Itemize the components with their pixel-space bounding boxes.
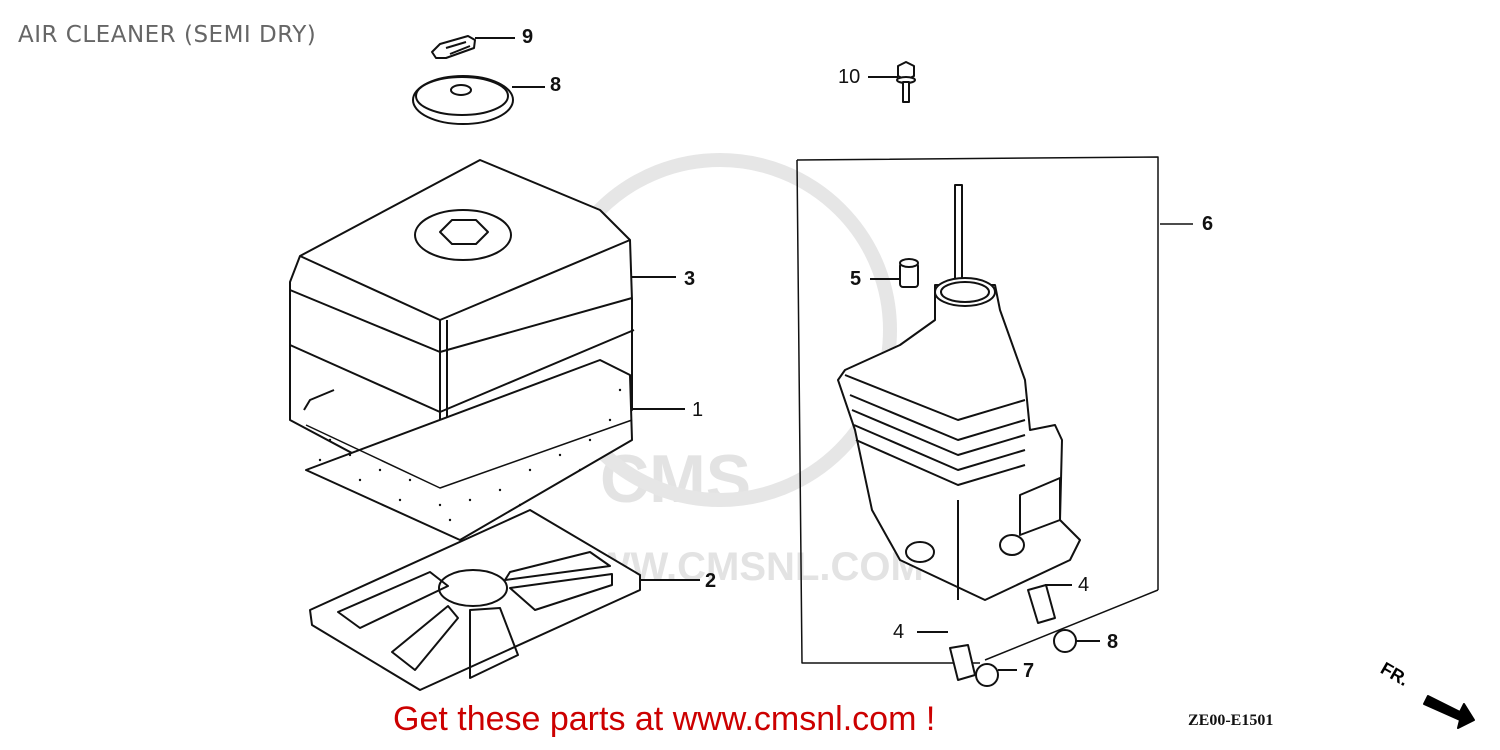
part-8-nut-icons [975,629,1100,687]
front-direction-arrow-icon [1423,695,1475,729]
diagram-title: AIR CLEANER (SEMI DRY) [18,22,317,48]
callout-1[interactable]: 1 [692,399,704,421]
part-9-wing-bolt-icon [431,35,515,59]
part-2-filter-grid-base-icon [309,509,700,691]
drawing-code: ZE00-E1501 [1188,712,1274,729]
part-1-air-cleaner-element-icon [303,359,685,541]
part-6-case-assembly-bracket [796,156,1193,664]
footer-cta-link[interactable]: Get these parts at www.cmsnl.com ! [393,700,936,738]
callout-4b[interactable]: 4 [1078,574,1090,596]
callout-6[interactable]: 6 [1202,213,1214,235]
callout-10[interactable]: 10 [838,66,861,88]
callout-2[interactable]: 2 [705,570,717,592]
callout-4a[interactable]: 4 [893,621,905,643]
callout-3[interactable]: 3 [684,268,696,290]
callout-7[interactable]: 8 [550,74,562,96]
part-7-cover-plate-icon [412,75,545,125]
part-5-collar-icon [870,258,919,288]
air-cleaner-case-icon [837,184,1081,601]
callout-8b[interactable]: 8 [1107,631,1119,653]
callout-5[interactable]: 5 [850,268,862,290]
callout-8a[interactable]: 7 [1023,660,1035,682]
callout-9[interactable]: 9 [522,26,534,48]
part-10-flange-bolt-icon [868,61,916,103]
